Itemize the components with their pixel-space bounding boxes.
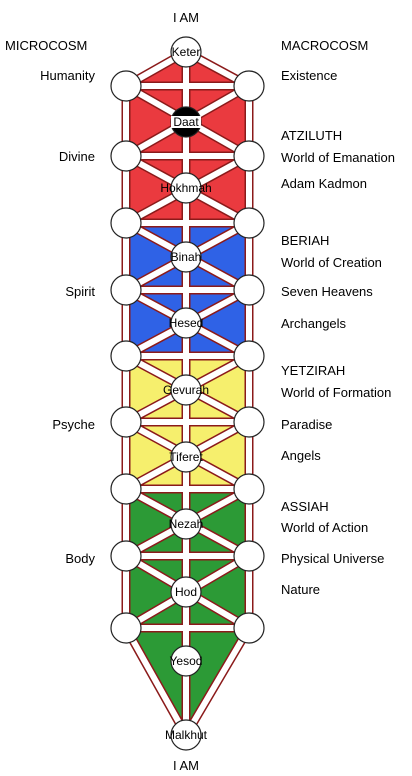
- sephirah-circle-hesed: [170, 307, 202, 339]
- label-spirit: Spirit: [65, 284, 95, 299]
- sephirah-label-hokhmah: Hokhmah: [160, 181, 211, 195]
- node-right-5: [233, 406, 265, 438]
- sephirah-circle-yesod: [170, 645, 202, 677]
- label-assiah: ASSIAH: [281, 499, 329, 514]
- macrocosm-header: MACROCOSM: [281, 38, 369, 53]
- label-body: Body: [65, 551, 95, 566]
- daat-band: [171, 116, 201, 128]
- node-left-6: [110, 473, 142, 505]
- label-nature: Nature: [281, 582, 321, 597]
- node-right-6: [233, 473, 265, 505]
- sephirah-label-gevurah: Gevurah: [163, 383, 209, 397]
- node-left-8: [110, 612, 142, 644]
- sephirah-label-binah: Binah: [171, 250, 202, 264]
- path-right-malkhut: [183, 625, 252, 738]
- node-right-8: [233, 612, 265, 644]
- node-left-4: [110, 340, 142, 372]
- node-left-1: [110, 140, 142, 172]
- sephirah-label-malkhut: Malkhut: [165, 728, 208, 742]
- label-seven-heavens: Seven Heavens: [281, 284, 373, 299]
- label-physical-universe: Physical Universe: [281, 551, 385, 566]
- label-world-of-action: World of Action: [281, 520, 369, 535]
- node-right-7: [233, 540, 265, 572]
- label-paradise: Paradise: [281, 417, 333, 432]
- sephirah-label-yesod: Yesod: [170, 654, 203, 668]
- label-atziluth: ATZILUTH: [281, 128, 343, 143]
- sephirah-circle-nezah: [170, 508, 202, 540]
- sephirah-label-hod: Hod: [175, 585, 197, 599]
- node-right-2: [233, 207, 265, 239]
- node-left-5: [110, 406, 142, 438]
- sephirah-label-keter: Keter: [172, 45, 201, 59]
- label-world-of-creation: World of Creation: [281, 255, 382, 270]
- sephirah-circle-keter: [170, 36, 202, 68]
- sephirah-label-nezah: Nezah: [169, 517, 204, 531]
- node-left-0: [110, 70, 142, 102]
- sephirah-circle-gevurah: [170, 374, 202, 406]
- sephirah-circle-hod: [170, 576, 202, 608]
- sephirah-label-hesed: Hesed: [169, 316, 204, 330]
- node-right-1: [233, 140, 265, 172]
- label-humanity: Humanity: [40, 68, 95, 83]
- node-right-4: [233, 340, 265, 372]
- node-right-0: [233, 70, 265, 102]
- sephirah-circle-binah: [170, 241, 202, 273]
- node-left-3: [110, 274, 142, 306]
- sephirah-label-daat: Daat: [173, 115, 199, 129]
- path-left-malkhut: [123, 625, 189, 738]
- label-world-of-formation: World of Formation: [281, 385, 392, 400]
- label-adam-kadmon: Adam Kadmon: [281, 176, 367, 191]
- node-right-3: [233, 274, 265, 306]
- sephirah-circle-tiferet: [170, 441, 202, 473]
- label-yetzirah: YETZIRAH: [281, 363, 346, 378]
- label-psyche: Psyche: [52, 417, 95, 432]
- sephirah-circle-hokhmah: [170, 172, 202, 204]
- node-left-7: [110, 540, 142, 572]
- sephirah-label-tiferet: Tiferet: [169, 450, 203, 464]
- label-angels: Angels: [281, 448, 321, 463]
- label-world-of-emanation: World of Emanation: [281, 150, 395, 165]
- microcosm-header: MICROCOSM: [5, 38, 88, 53]
- label-existence: Existence: [281, 68, 338, 83]
- label-archangels: Archangels: [281, 316, 347, 331]
- bottom-i-am-label: I AM: [172, 758, 199, 773]
- label-beriah: BERIAH: [281, 233, 330, 248]
- label-divine: Divine: [58, 149, 95, 164]
- node-left-2: [110, 207, 142, 239]
- sephirah-circle-malkhut: [170, 719, 202, 751]
- top-i-am-label: I AM: [172, 10, 199, 25]
